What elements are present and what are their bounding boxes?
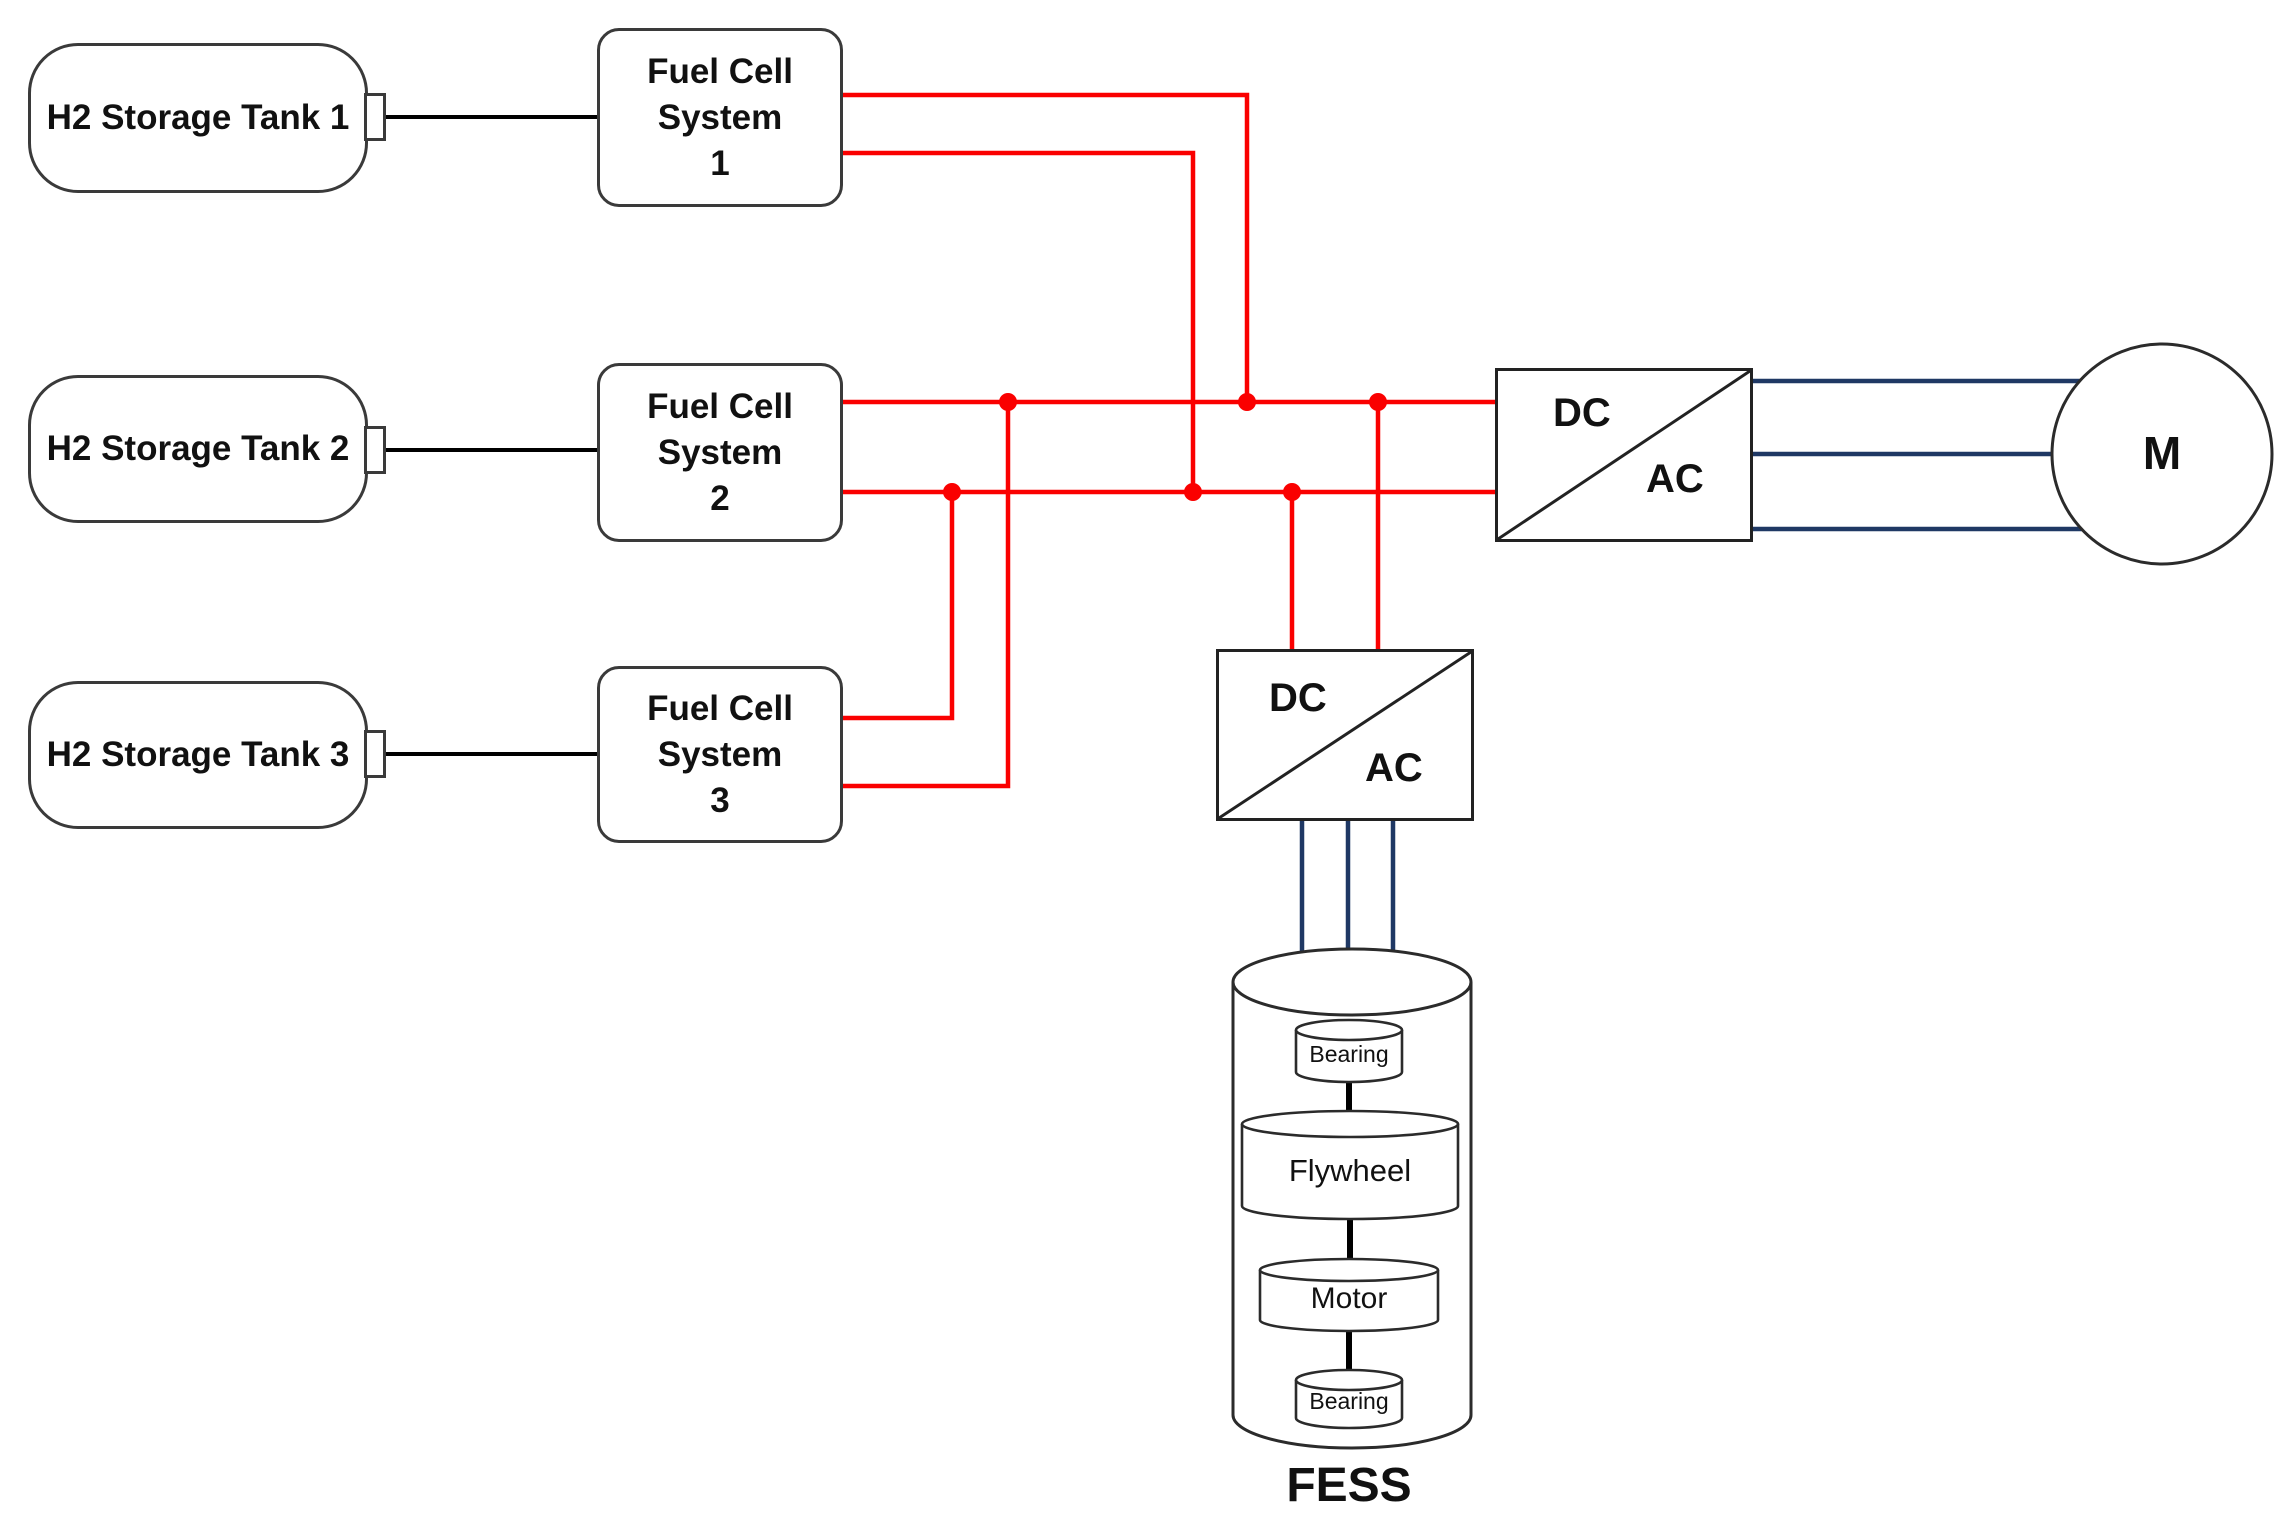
dc-ac-converter-fess: DC AC — [1216, 649, 1474, 821]
fess-caption: FESS — [1286, 1458, 1412, 1512]
dc-wire-fc1-top — [843, 92, 1250, 404]
dc-wire-fc3-bottom — [843, 404, 1011, 789]
converter-dc-label: DC — [1269, 676, 1327, 720]
fess-bottom-bearing-body — [1294, 1380, 1404, 1430]
fess-motor-body — [1258, 1270, 1440, 1333]
dc-wire-fc1-bottom — [843, 150, 1196, 494]
tank-label: H2 Storage Tank 1 — [46, 98, 350, 137]
tank-label: H2 Storage Tank 3 — [46, 735, 350, 774]
fc-label-line: System — [657, 432, 783, 472]
tank-nozzle — [364, 93, 386, 141]
fess-motor-top — [1258, 1257, 1440, 1283]
fess-bottom-bearing-top — [1294, 1368, 1404, 1392]
fess-housing-top — [1231, 947, 1473, 1017]
fc-label-line: 2 — [710, 478, 730, 518]
fc-label-line: System — [657, 97, 783, 137]
fuel-cell-system-1: Fuel Cell System 1 — [597, 28, 843, 207]
fc-label-line: Fuel Cell — [647, 51, 793, 91]
motor-label: M — [2142, 427, 2182, 479]
junction-dot — [999, 393, 1017, 411]
junction-dot — [1283, 483, 1301, 501]
converter-ac-label: AC — [1646, 457, 1704, 501]
h2-storage-tank-1: H2 Storage Tank 1 — [28, 43, 368, 193]
fc-label-line: System — [657, 734, 783, 774]
fess-motor-label: Motor — [1310, 1282, 1388, 1315]
converter-diagonal — [1498, 371, 1750, 539]
fess-bottom-bearing-label: Bearing — [1309, 1387, 1389, 1414]
dc-ac-converter-motor: DC AC — [1495, 368, 1753, 542]
converter-dc-label: DC — [1553, 391, 1611, 435]
fess-top-bearing-body — [1294, 1030, 1404, 1084]
fess-top-bearing-top — [1294, 1018, 1404, 1042]
fc-label-line: Fuel Cell — [647, 688, 793, 728]
fess-flywheel-top — [1240, 1109, 1460, 1139]
junction-dot — [943, 483, 961, 501]
junction-dot — [1238, 393, 1256, 411]
fc-label-line: 1 — [710, 143, 730, 183]
tank-nozzle — [364, 426, 386, 474]
dc-wire-fc3-top — [843, 490, 955, 721]
tank-nozzle — [364, 730, 386, 778]
junction-dot — [1369, 393, 1387, 411]
fess-top-bearing-label: Bearing — [1309, 1040, 1389, 1067]
junction-dot — [1184, 483, 1202, 501]
converter-ac-label: AC — [1365, 746, 1423, 790]
tank-label: H2 Storage Tank 2 — [46, 429, 350, 468]
converter-diagonal — [1219, 652, 1471, 818]
fc-label-line: Fuel Cell — [647, 386, 793, 426]
fess-flywheel-label: Flywheel — [1288, 1153, 1412, 1188]
h2-storage-tank-3: H2 Storage Tank 3 — [28, 681, 368, 829]
fuel-cell-system-2: Fuel Cell System 2 — [597, 363, 843, 542]
fuel-cell-system-3: Fuel Cell System 3 — [597, 666, 843, 843]
h2-storage-tank-2: H2 Storage Tank 2 — [28, 375, 368, 523]
fc-label-line: 3 — [710, 780, 730, 820]
motor-circle — [2050, 342, 2274, 566]
fess-flywheel-body — [1240, 1124, 1460, 1221]
